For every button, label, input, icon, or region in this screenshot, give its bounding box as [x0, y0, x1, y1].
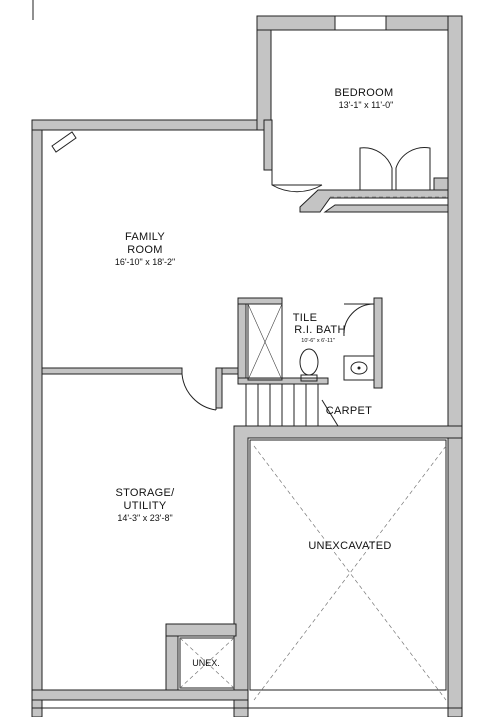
family-room-dims: 16'-10" x 18'-2": [115, 257, 175, 267]
bedroom-dims: 13'-1" x 11'-0": [339, 100, 394, 110]
storage-name-line2: UTILITY: [123, 500, 166, 512]
bath-name: R.I. BATH: [294, 324, 345, 336]
fixtures: [32, 15, 462, 709]
family-room-name-line2: ROOM: [127, 244, 162, 256]
unexcavated-label: UNEXCAVATED: [308, 540, 391, 552]
stairs: [245, 384, 339, 427]
storage-dims: 14'-3" x 23'-8": [117, 513, 172, 523]
room-labels: BEDROOM 13'-1" x 11'-0" FAMILY ROOM 16'-…: [115, 87, 394, 668]
bath-finish: TILE: [293, 312, 317, 324]
walls: [31, 0, 463, 717]
unex-small-label: UNEX.: [192, 658, 220, 668]
family-room-name-line1: FAMILY: [125, 231, 165, 243]
storage-name-line1: STORAGE/: [115, 487, 175, 499]
bedroom-name: BEDROOM: [335, 87, 394, 99]
bath-dims: 10'-6" x 6'-11": [301, 338, 334, 344]
carpet-label: CARPET: [326, 405, 372, 417]
